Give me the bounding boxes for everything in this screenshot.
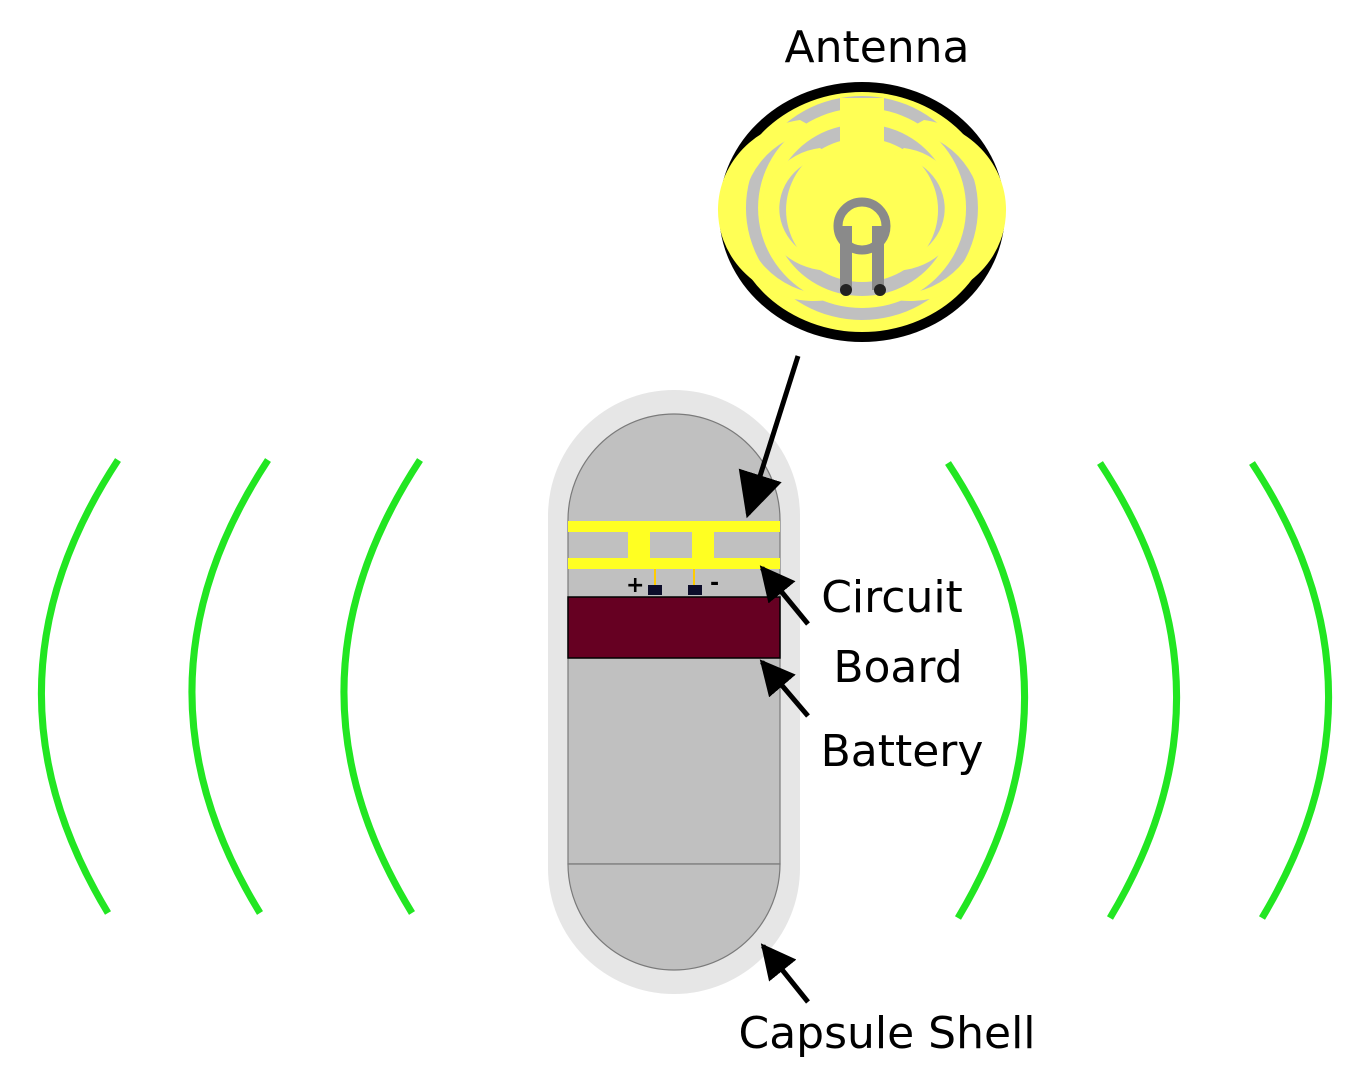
battery	[567, 596, 781, 659]
wave-right-middle	[1097, 461, 1181, 920]
capsule-shell-pointer-arrow-icon	[760, 943, 810, 1004]
antenna-icon	[717, 82, 1007, 342]
antenna-traces	[717, 98, 1007, 301]
wave-left-middle	[188, 458, 271, 915]
battery-label: Battery	[821, 726, 984, 777]
battery-pointer-arrow-icon	[759, 659, 810, 718]
wave-left-outer	[37, 458, 121, 915]
circuit-board-bottom-layer	[568, 558, 780, 569]
circuit-board-label-line2: Board	[833, 642, 962, 693]
terminal-negative	[688, 585, 702, 595]
wave-right-inner	[945, 461, 1029, 920]
circuit-board-pointer-arrow-icon	[759, 565, 810, 626]
signal-waves-right-icon	[945, 461, 1333, 920]
negative-terminal-label: -	[710, 571, 719, 596]
antenna-feed-point-right	[874, 284, 886, 296]
positive-terminal-label: +	[626, 573, 644, 598]
circuit-board: + -	[568, 521, 780, 598]
capsule: + -	[548, 390, 800, 994]
terminal-positive	[648, 585, 662, 595]
circuit-board-connector-left	[628, 531, 650, 559]
circuit-board-label-line1: Circuit	[821, 572, 963, 623]
wave-left-inner	[340, 458, 423, 915]
signal-waves-left-icon	[37, 458, 423, 915]
antenna-feed-point-left	[840, 284, 852, 296]
circuit-board-connector-right	[692, 531, 714, 559]
antenna-feed-right	[872, 226, 884, 290]
capsule-end-cap	[567, 863, 781, 971]
capsule-shell-label: Capsule Shell	[738, 1008, 1035, 1059]
wave-right-outer	[1249, 461, 1333, 920]
antenna-label: Antenna	[784, 22, 969, 73]
circuit-board-top-layer	[568, 521, 780, 532]
antenna-loop	[833, 197, 891, 255]
antenna-feed-left	[840, 226, 852, 290]
antenna-pointer-arrow-icon	[738, 355, 801, 519]
